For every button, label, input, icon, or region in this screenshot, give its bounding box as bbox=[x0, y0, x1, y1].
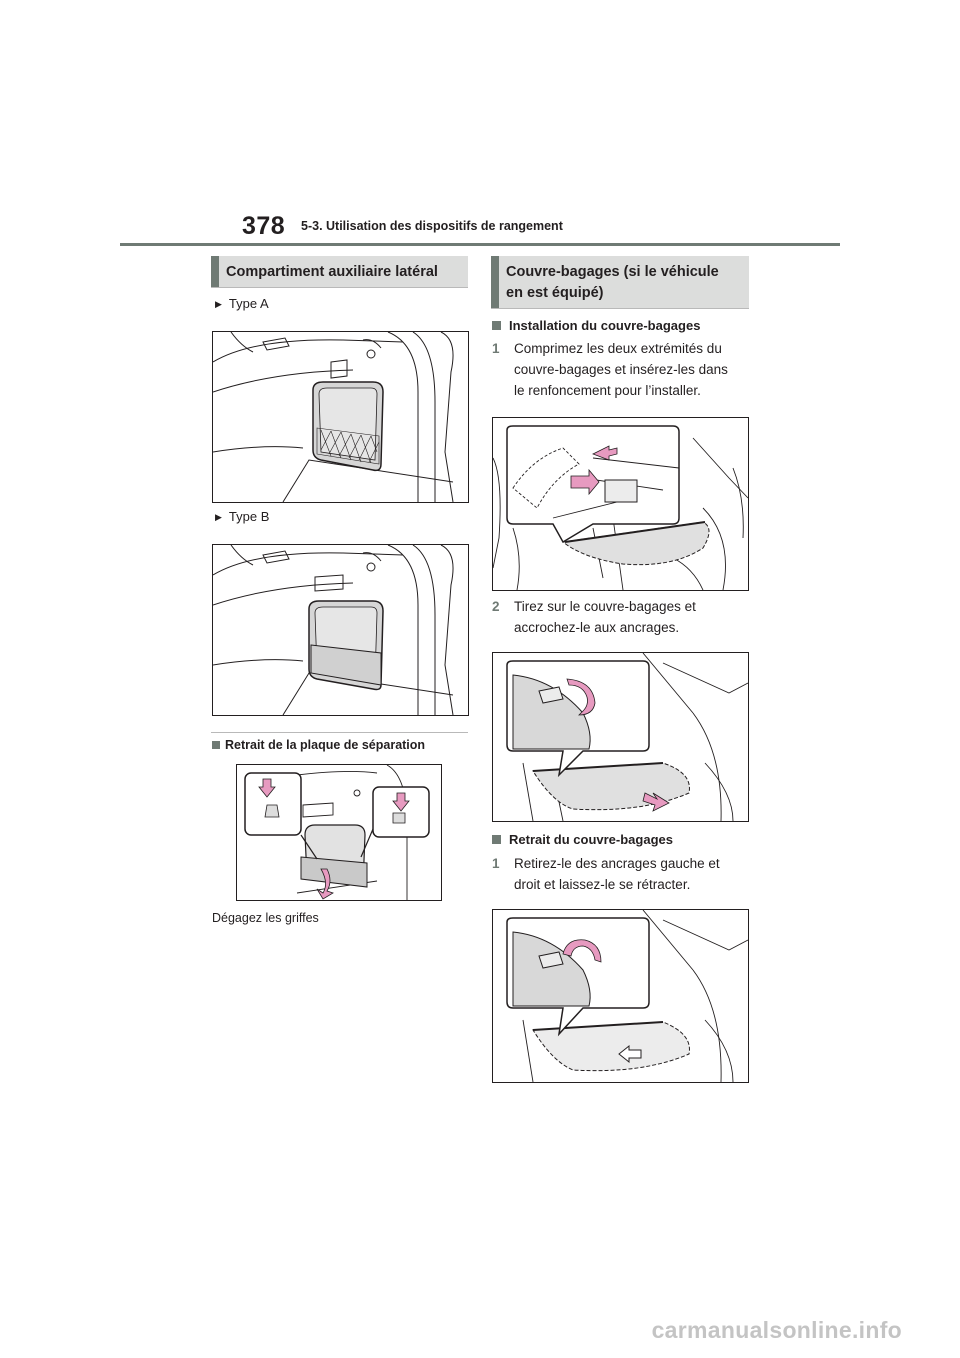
removal-cover-heading: Retrait du couvre-bagages bbox=[492, 832, 673, 847]
step-number: 1 bbox=[492, 341, 500, 356]
square-bullet-icon bbox=[492, 321, 501, 330]
arrow-icon bbox=[592, 445, 618, 461]
claw-caption: Dégagez les griffes bbox=[212, 911, 319, 925]
figure-install-step-2 bbox=[492, 652, 749, 822]
cover-hook-illustration bbox=[506, 653, 748, 821]
type-b-text: Type B bbox=[228, 509, 270, 524]
arrow-icon bbox=[642, 792, 670, 812]
cover-insert-illustration bbox=[493, 425, 748, 590]
side-compartment-type-a-illustration bbox=[213, 332, 454, 502]
page-number: 378 bbox=[242, 212, 286, 240]
arrow-icon bbox=[316, 868, 334, 900]
figure-type-b bbox=[212, 544, 469, 716]
install-heading: Installation du couvre-bagages bbox=[492, 318, 700, 333]
left-heading-underline bbox=[211, 287, 468, 288]
step-number: 2 bbox=[492, 599, 500, 614]
remove-step-1: 1 Retirez-le des ancrages gauche et droi… bbox=[492, 853, 742, 895]
arrow-icon bbox=[562, 939, 602, 963]
arrow-icon bbox=[392, 792, 410, 812]
square-bullet-icon bbox=[492, 835, 501, 844]
right-section-heading-line2: en est équipé) bbox=[506, 285, 604, 301]
step-text: Retirez-le des ancrages gauche et droit … bbox=[514, 856, 720, 892]
left-section-heading: Compartiment auxiliaire latéral bbox=[211, 256, 468, 287]
removal-plate-heading-text: Retrait de la plaque de séparation bbox=[225, 738, 426, 752]
triangle-bullet-icon: ▶ bbox=[215, 299, 222, 309]
section-title: 5-3. Utilisation des dispositifs de rang… bbox=[301, 219, 563, 233]
figure-install-step-1 bbox=[492, 417, 749, 591]
step-text: Comprimez les deux extrémités du couvre-… bbox=[514, 341, 728, 398]
arrow-icon bbox=[258, 778, 276, 798]
figure-remove-step-1 bbox=[492, 909, 749, 1083]
type-a-label: ▶ Type A bbox=[215, 296, 269, 311]
claw-release-illustration bbox=[244, 765, 430, 900]
type-b-label: ▶ Type B bbox=[215, 509, 269, 524]
side-compartment-type-b-illustration bbox=[213, 545, 454, 715]
triangle-bullet-icon: ▶ bbox=[215, 512, 222, 522]
left-divider bbox=[211, 732, 468, 733]
figure-type-a bbox=[212, 331, 469, 503]
install-step-2: 2 Tirez sur le couvre-bagages et accroch… bbox=[492, 596, 742, 638]
removal-plate-heading: Retrait de la plaque de séparation bbox=[212, 738, 425, 752]
right-section-heading-line1: Couvre-bagages (si le véhicule bbox=[506, 264, 719, 280]
header-rule bbox=[120, 243, 840, 246]
arrow-icon bbox=[618, 1044, 642, 1064]
type-a-text: Type A bbox=[228, 296, 269, 311]
step-number: 1 bbox=[492, 856, 500, 871]
right-heading-underline bbox=[491, 308, 749, 309]
figure-removal-plate bbox=[236, 764, 442, 901]
removal-cover-heading-text: Retrait du couvre-bagages bbox=[509, 832, 673, 847]
left-section-heading-text: Compartiment auxiliaire latéral bbox=[226, 264, 438, 280]
watermark: carmanualsonline.info bbox=[651, 1317, 902, 1343]
arrow-icon bbox=[566, 678, 596, 716]
install-heading-text: Installation du couvre-bagages bbox=[509, 318, 701, 333]
right-section-heading: Couvre-bagages (si le véhicule en est éq… bbox=[491, 256, 749, 308]
arrow-icon bbox=[570, 468, 600, 496]
install-step-1: 1 Comprimez les deux extrémités du couvr… bbox=[492, 338, 742, 401]
step-text: Tirez sur le couvre-bagages et accrochez… bbox=[514, 599, 696, 635]
square-bullet-icon bbox=[212, 741, 220, 749]
cover-release-illustration bbox=[506, 910, 748, 1082]
